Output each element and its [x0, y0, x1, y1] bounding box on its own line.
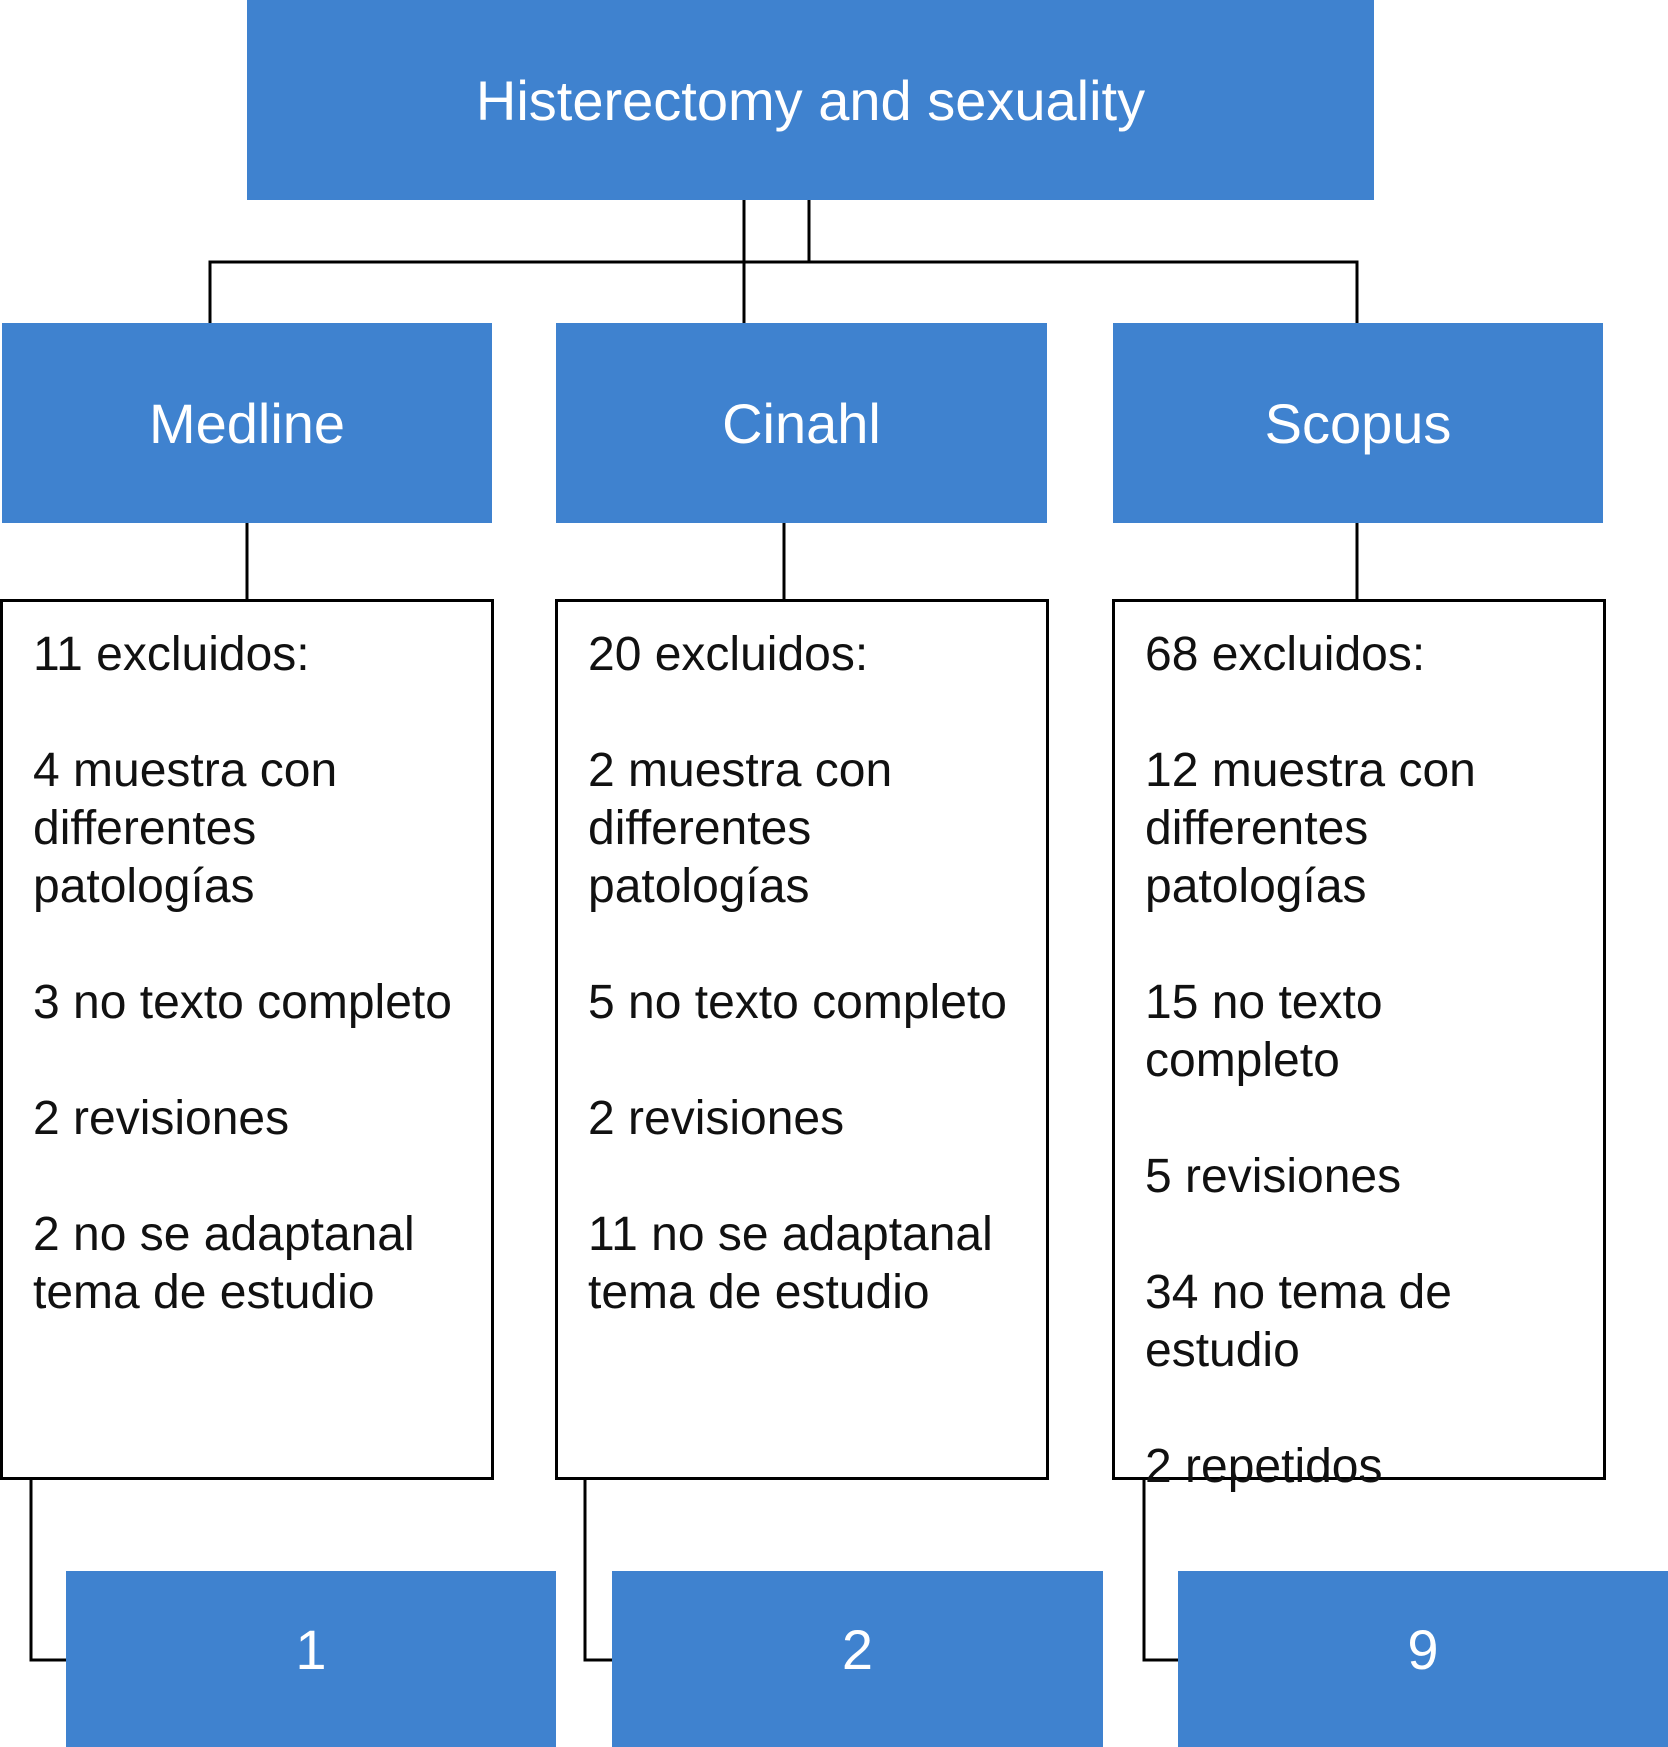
excluded-total: 11 excluidos:: [33, 628, 310, 681]
excluded-reason: 4 muestra con differentes patologías: [33, 744, 338, 913]
connector-cinahl-result: [583, 1479, 620, 1662]
result-count: 1: [295, 1617, 327, 1681]
excluded-reason: 3 no texto completo: [33, 976, 452, 1029]
excluded-reason: 2 muestra con differentes patologías: [588, 744, 893, 913]
database-box-scopus: Scopus: [1113, 323, 1603, 523]
connector-root-branch: [208, 260, 1359, 323]
connector-scopus-result: [1142, 1479, 1178, 1662]
result-count: 9: [1407, 1617, 1439, 1681]
result-box-scopus: 9: [1178, 1571, 1668, 1747]
excluded-reason: 5 no texto completo: [588, 976, 1007, 1029]
database-box-cinahl: Cinahl: [556, 323, 1047, 523]
result-count: 2: [841, 1617, 874, 1681]
excluded-box-cinahl: 20 excluidos: 2 muestra con differentes …: [555, 599, 1049, 1480]
excluded-total: 20 excluidos:: [588, 628, 869, 681]
excluded-reason: 15 no texto completo: [1145, 976, 1383, 1087]
excluded-total: 68 excluidos:: [1145, 628, 1426, 681]
excluded-box-scopus: 68 excluidos: 12 muestra con differentes…: [1112, 599, 1606, 1493]
database-name: Medline: [148, 391, 346, 455]
excluded-reason: 34 no tema de estudio: [1145, 1266, 1452, 1377]
database-box-medline: Medline: [2, 323, 492, 523]
root-box: Histerectomy and sexuality: [247, 0, 1374, 200]
excluded-reason: 11 no se adaptanal tema de estudio: [588, 1208, 993, 1319]
excluded-reason: 2 no se adaptanal tema de estudio: [33, 1208, 415, 1319]
excluded-reason: 12 muestra con differentes patologías: [1145, 744, 1476, 913]
database-name: Cinahl: [722, 391, 881, 455]
result-box-cinahl: 2: [612, 1571, 1103, 1747]
database-name: Scopus: [1264, 391, 1452, 455]
excluded-box-medline: 11 excluidos: 4 muestra con differentes …: [0, 599, 494, 1480]
result-box-medline: 1: [66, 1571, 556, 1747]
excluded-reason: 2 repetidos: [1145, 1440, 1383, 1493]
excluded-reason: 2 revisiones: [33, 1092, 290, 1145]
excluded-reason: 2 revisiones: [588, 1092, 845, 1145]
root-label: Histerectomy and sexuality: [475, 68, 1146, 132]
excluded-reason: 5 revisiones: [1145, 1150, 1402, 1203]
connector-medline-result: [29, 1479, 66, 1662]
